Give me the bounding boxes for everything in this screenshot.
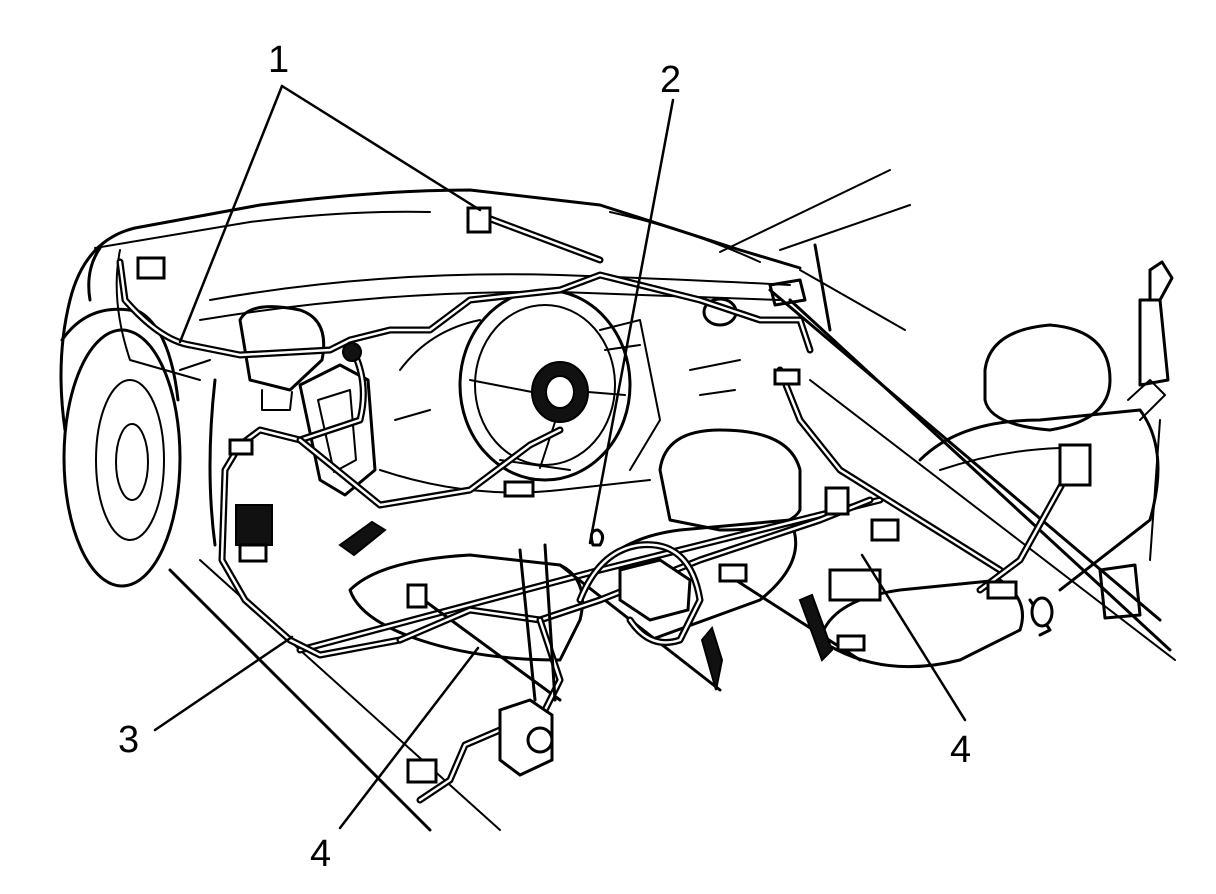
steering-wheel [458,288,632,482]
callout-leaders [153,84,967,830]
front-wheel [60,307,182,588]
driver-seat [348,428,802,662]
callout-labels: 1 2 3 4 4 [118,39,971,875]
callout-1: 1 [268,39,289,81]
instrument-panel [238,305,741,557]
seat-rails [296,288,1176,702]
seat-belt-retractor [1098,260,1174,620]
callout-4-left: 4 [310,833,331,875]
wiring-harness [116,211,1074,804]
callout-2: 2 [660,59,681,101]
connectors [136,206,1092,784]
callout-4-right: 4 [950,729,971,771]
vehicle-body [59,169,911,832]
callout-3: 3 [118,719,139,761]
passenger-seat [818,323,1160,669]
